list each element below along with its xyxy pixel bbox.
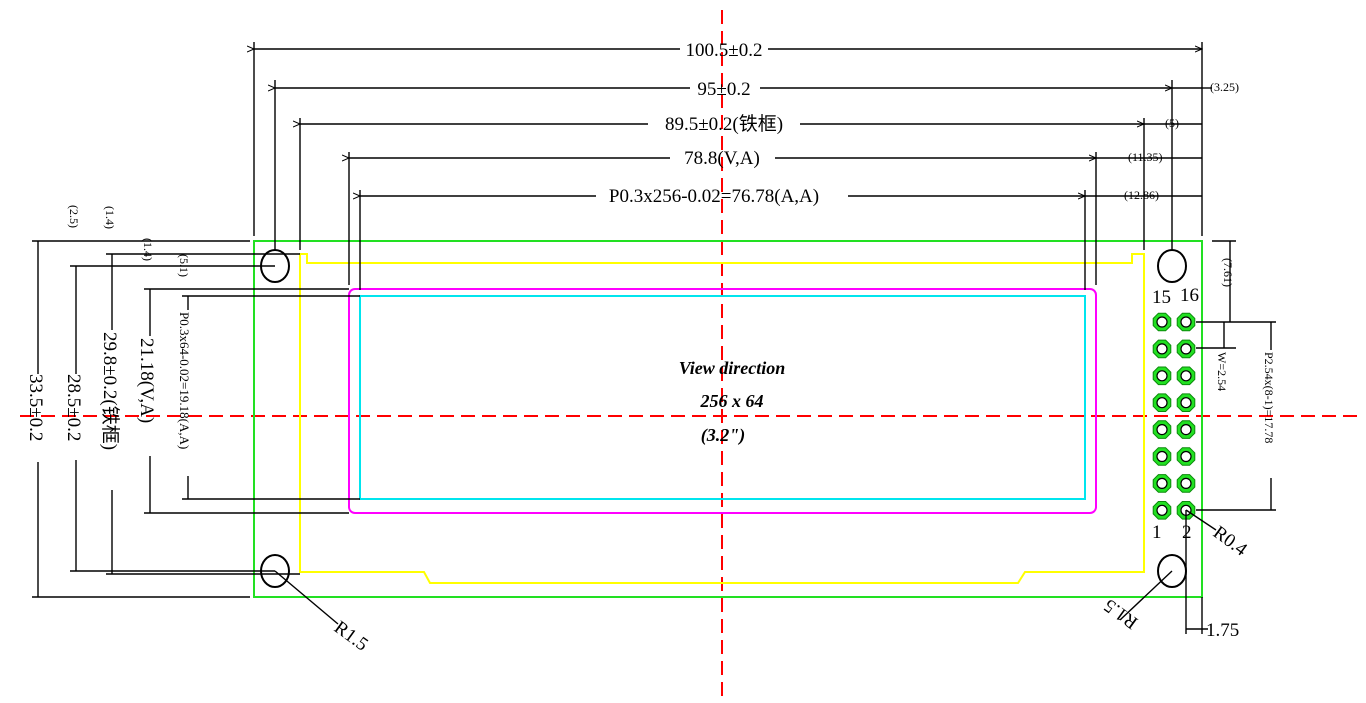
- radius-pin: R0.4: [1209, 522, 1251, 561]
- dim-active-area-width-label: P0.3x256-0.02=76.78(A,A): [609, 186, 819, 207]
- dim-ref-3-25: (3.25): [1210, 80, 1239, 94]
- dim-outer-height-lines: [32, 240, 250, 598]
- pin-header: [1152, 312, 1196, 520]
- dim-frame-height-lines: [106, 253, 300, 575]
- dim-ref-5-1: (5.1): [177, 254, 191, 277]
- pin-hole: [1180, 477, 1192, 489]
- dim-frame-width-label: 89.5±0.2(铁框): [665, 113, 783, 135]
- dim-ref-12-86: (12.86): [1124, 188, 1159, 202]
- radius-left-leader: [274, 570, 339, 625]
- pin-hole: [1156, 450, 1168, 463]
- pin-hole: [1180, 316, 1192, 328]
- dim-outer-height: 33.5±0.2: [25, 374, 46, 441]
- diagonal-size-label: (3.2"): [701, 425, 745, 446]
- pin-label-15: 15: [1152, 287, 1171, 308]
- dim-ref-7-61-lines: [1196, 240, 1236, 323]
- dim-frame-width: [300, 118, 1202, 250]
- active-area-outline: [359, 295, 1086, 500]
- dim-ref-7-61: (7.61): [1221, 258, 1235, 287]
- dim-outer-width: [254, 42, 1202, 236]
- dim-active-area-width: [360, 190, 1202, 290]
- pin-hole: [1156, 316, 1168, 328]
- dim-ref-5: (5): [1165, 116, 1179, 130]
- dim-pin-span-lines: [1196, 321, 1276, 511]
- pin-hole: [1156, 343, 1168, 355]
- pin-label-1: 1: [1152, 522, 1162, 543]
- dim-ref-1-4a: (1.4): [103, 206, 117, 229]
- dim-hole-pitch-v-lines: [70, 265, 275, 572]
- pin-hole: [1156, 397, 1168, 409]
- pin-hole: [1156, 504, 1168, 516]
- dim-active-area-height-lines: [182, 295, 360, 500]
- dim-pin-offset-lines: [1185, 510, 1208, 634]
- mounting-hole-top-right: [1157, 249, 1187, 283]
- dim-ref-1-4b: (1.4): [141, 238, 155, 261]
- pin-hole: [1156, 477, 1168, 489]
- pin-label-2: 2: [1182, 522, 1192, 543]
- radius-hole-right: R1.5: [1100, 595, 1142, 633]
- dim-ref-2-5: (2.5): [67, 205, 81, 228]
- pcb-outline: [253, 240, 1203, 598]
- dim-hole-pitch: [275, 80, 1212, 250]
- dim-outer-width-label: 100.5±0.2: [686, 40, 763, 61]
- dim-pin-pitch-w: W=2.54: [1215, 352, 1229, 391]
- pin-hole: [1180, 450, 1192, 463]
- pin-hole: [1180, 343, 1192, 355]
- pin-hole: [1180, 424, 1192, 436]
- dim-hole-pitch-label: 95±0.2: [697, 79, 750, 100]
- dim-hole-pitch-v: 28.5±0.2: [63, 374, 84, 441]
- dim-pin-offset: 1.75: [1206, 620, 1239, 641]
- radius-pin-leader: [1185, 509, 1217, 531]
- pin-hole: [1180, 397, 1192, 409]
- radius-right-leader: [1119, 570, 1173, 621]
- dim-view-area-height-lines: [144, 288, 349, 514]
- dim-view-area-width: [349, 152, 1202, 285]
- dim-pin-span: P2.54x(8-1)=17.78: [1262, 352, 1276, 443]
- view-direction-label: View direction: [679, 358, 786, 378]
- pin-hole: [1156, 370, 1168, 382]
- dim-pin-pitch-w-lines: [1196, 322, 1236, 349]
- resolution-label: 256 x 64: [700, 391, 764, 411]
- pin-hole: [1180, 370, 1192, 382]
- dim-frame-height: 29.8±0.2(铁框): [99, 332, 121, 450]
- dim-ref-11-35: (11.35): [1128, 150, 1163, 164]
- pin-hole: [1156, 424, 1168, 436]
- dim-active-area-height: P0.3x64-0.02=19.18(A,A): [177, 312, 192, 449]
- dim-view-area-height: 21.18(V,A): [136, 338, 157, 423]
- iron-frame-outline: [299, 253, 1145, 584]
- dim-view-area-width-label: 78.8(V,A): [684, 148, 760, 169]
- view-area-outline: [348, 288, 1097, 514]
- pin-label-16: 16: [1180, 285, 1199, 306]
